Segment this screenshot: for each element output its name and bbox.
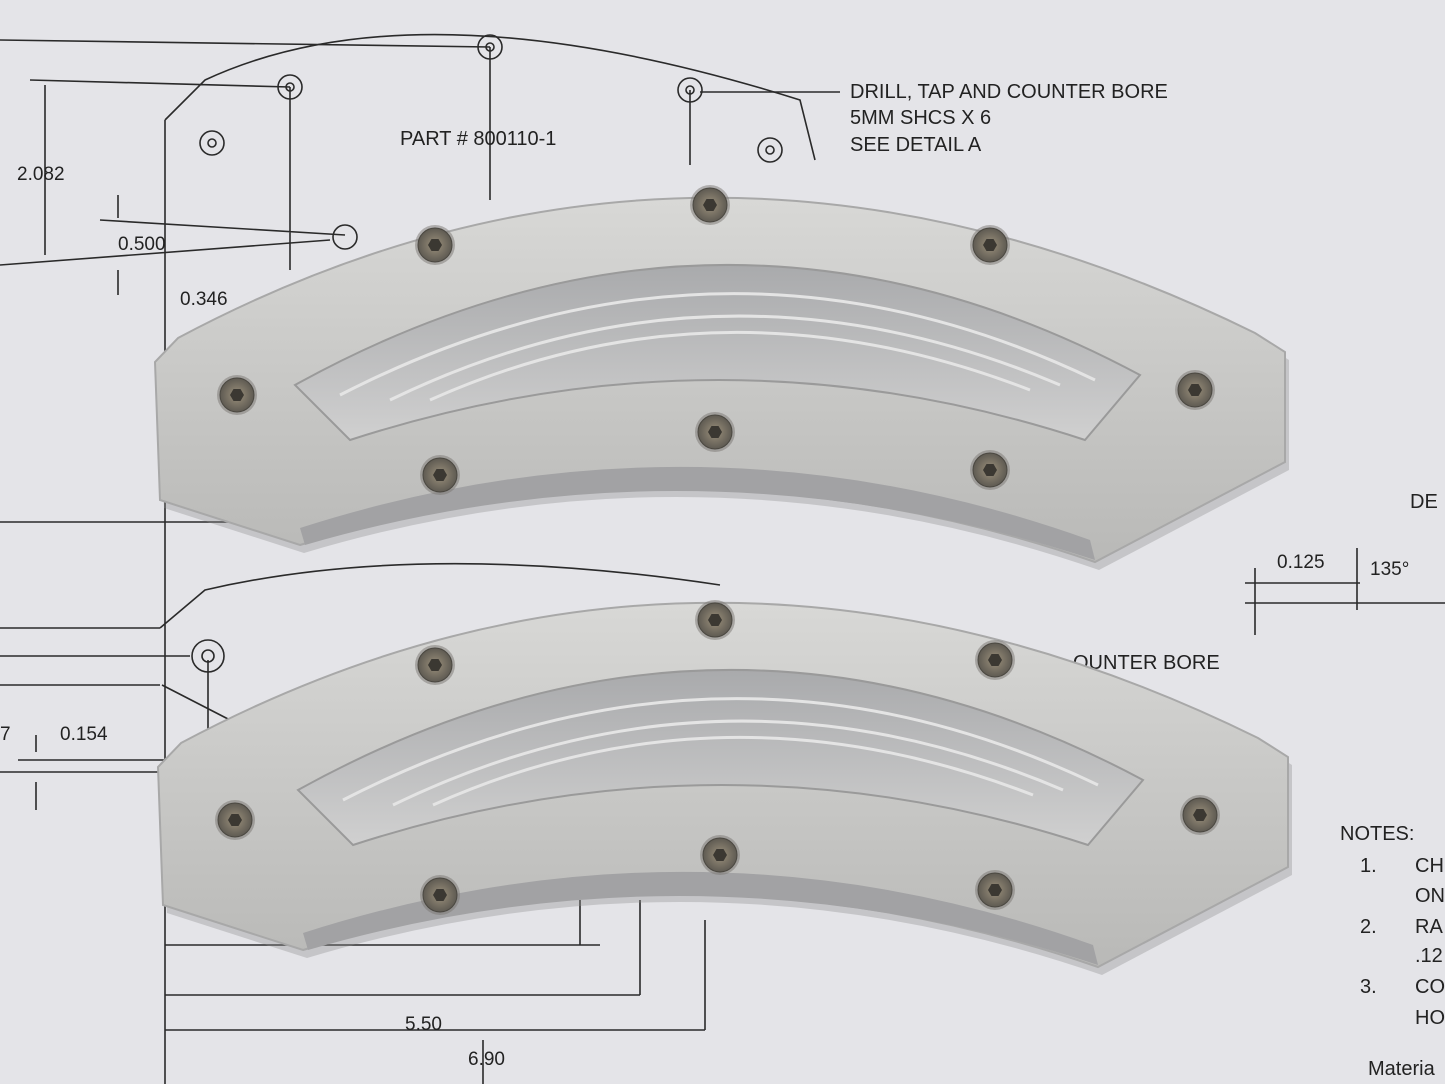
material-label: Materia [1368,1058,1436,1080]
callout-partial: OUNTER BORE [1073,652,1220,674]
note-num: 1. [1360,855,1377,877]
note-text: RA [1415,916,1443,938]
dim-135: 135° [1370,559,1409,580]
dim-0500: 0.500 [118,234,166,255]
bolt-icon [415,645,455,685]
callout-line-1: DRILL, TAP AND COUNTER BORE [850,81,1168,103]
bolt-icon [217,375,257,415]
technical-drawing [0,33,1445,1084]
notes-title: NOTES: [1340,823,1414,845]
note-text: HO [1415,1007,1445,1029]
bolt-icon [975,640,1015,680]
bolt-icon [975,870,1015,910]
dim-0125: 0.125 [1277,552,1325,573]
bolt-icon [1180,795,1220,835]
bolt-icon [420,875,460,915]
detail-label: DE [1410,491,1438,513]
bolt-icon [215,800,255,840]
bolt-icon [970,225,1010,265]
bolt-icon [415,225,455,265]
note-text: ON [1415,885,1445,907]
note-text: .12 [1415,945,1443,967]
bolt-icon [695,600,735,640]
bolts [215,185,1220,915]
dim-0154: 0.154 [60,724,108,745]
drawing-text: DRILL, TAP AND COUNTER BORE 5MM SHCS X 6… [0,81,1445,1080]
note-num: 2. [1360,916,1377,938]
bolt-icon [690,185,730,225]
pocket [293,263,1142,442]
caliper-cover-top [153,196,1289,570]
dim-0346: 0.346 [180,289,228,310]
dim-2082: 2.082 [17,164,65,185]
bolt-icon [1175,370,1215,410]
dim-550: 5.50 [405,1014,442,1035]
bolt-icon [700,835,740,875]
callout-line-3: SEE DETAIL A [850,134,982,156]
bolt-icon [695,412,735,452]
part-number: PART # 800110-1 [400,128,556,150]
dim-7: 7 [0,724,11,745]
note-text: CO [1415,976,1445,998]
bolt-icon [970,450,1010,490]
note-num: 3. [1360,976,1377,998]
callout-line-2: 5MM SHCS X 6 [850,107,991,129]
dim-690: 6.90 [468,1049,505,1070]
bolt-icon [420,455,460,495]
note-text: CH [1415,855,1444,877]
